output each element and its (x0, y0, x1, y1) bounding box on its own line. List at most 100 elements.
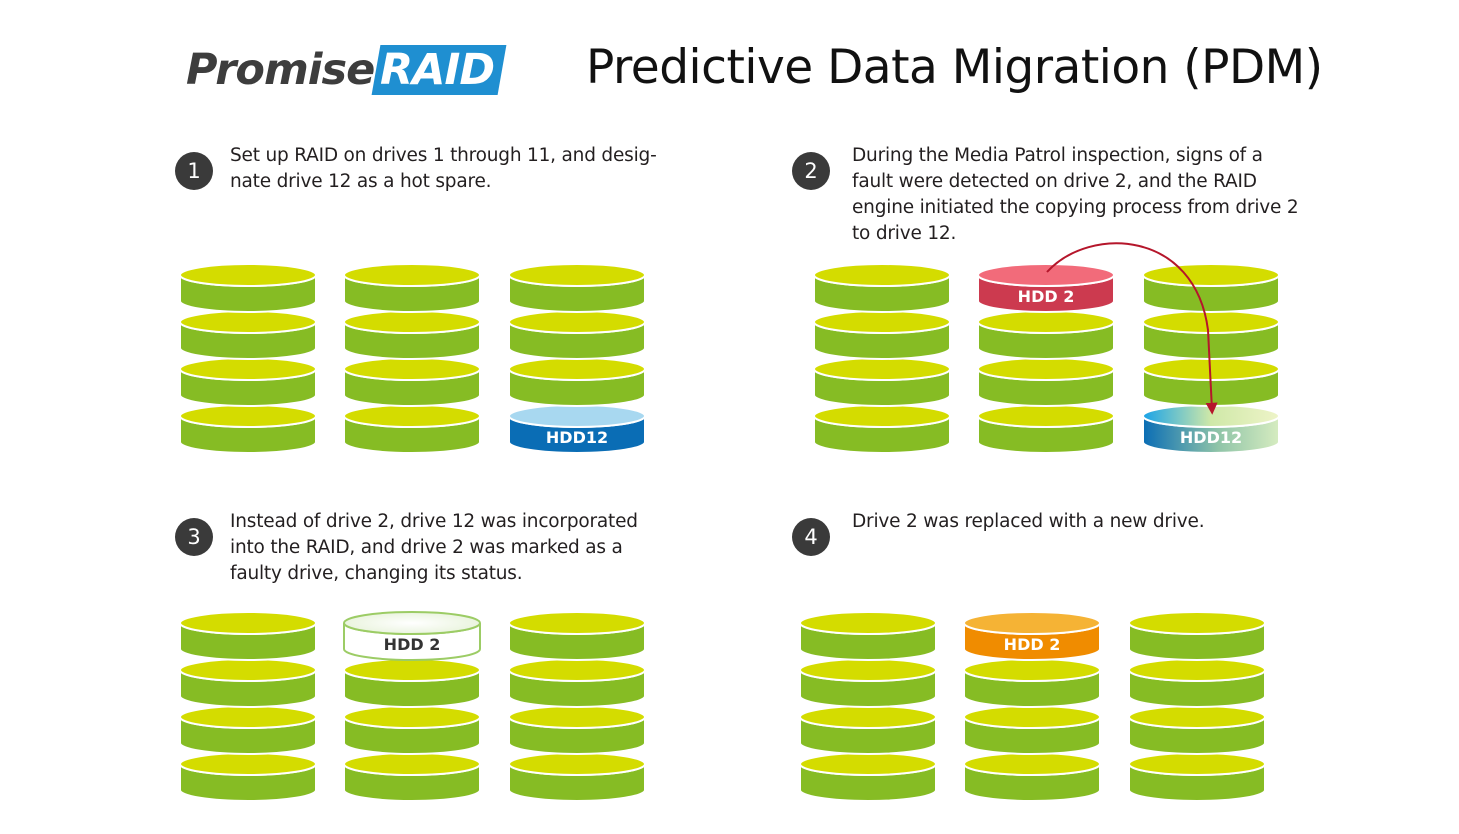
drive-disk-7 (343, 357, 481, 407)
disk-top (799, 658, 937, 682)
disk-top (963, 752, 1101, 776)
drive-disk-1 (799, 611, 937, 661)
step-3-badge: 3 (175, 518, 213, 556)
disk-top (813, 263, 951, 287)
disk-top (1128, 705, 1266, 729)
logo-promise-text: Promise (186, 45, 375, 95)
panel-3-stack-1 (179, 611, 317, 802)
drive-disk-7 (977, 357, 1115, 407)
panel-1-stack-3: HDD12 (508, 263, 646, 454)
disk-label: HDD12 (1180, 428, 1242, 447)
disk-label: HDD 2 (1004, 635, 1061, 654)
disk-top (508, 705, 646, 729)
drive-disk-4 (179, 752, 317, 802)
drive-disk-7 (963, 705, 1101, 755)
disk-top (508, 357, 646, 381)
drive-disk-3 (799, 705, 937, 755)
disk-label: HDD12 (546, 428, 608, 447)
disk-top (343, 611, 481, 635)
drive-disk-1 (179, 263, 317, 313)
hdd2-new-disk: HDD 2 (963, 611, 1101, 661)
disk-top (963, 611, 1101, 635)
drive-disk-5 (343, 263, 481, 313)
disk-top (508, 611, 646, 635)
step-4-text: Drive 2 was replaced with a new drive. (852, 511, 1205, 532)
step-3-text: Instead of drive 2, drive 12 was incorpo… (230, 511, 638, 584)
disk-top (1142, 263, 1280, 287)
disk-top (179, 310, 317, 334)
drive-disk-9 (1128, 611, 1266, 661)
hdd2-removed-disk: HDD 2 (343, 611, 481, 661)
drive-disk-2 (179, 310, 317, 360)
drive-disk-7 (343, 705, 481, 755)
hdd12-hot-spare-disk: HDD12 (508, 404, 646, 454)
drive-disk-6 (963, 658, 1101, 708)
hdd12-migrating-disk: HDD12 (1142, 404, 1280, 454)
drive-disk-4 (179, 404, 317, 454)
disk-top (343, 357, 481, 381)
panel-3-stack-2: HDD 2 (343, 611, 481, 802)
disk-top (179, 658, 317, 682)
disk-top (343, 658, 481, 682)
panel-2-stack-1 (813, 263, 951, 454)
disk-top (1142, 310, 1280, 334)
drive-disk-8 (343, 404, 481, 454)
drive-disk-1 (179, 611, 317, 661)
drive-disk-10 (508, 658, 646, 708)
disk-top (977, 310, 1115, 334)
disk-top (813, 357, 951, 381)
disk-top (813, 310, 951, 334)
drive-disk-10 (1128, 658, 1266, 708)
drive-disk-4 (799, 752, 937, 802)
panel-1-stack-1 (179, 263, 317, 454)
drive-disk-8 (977, 404, 1115, 454)
disk-top (179, 357, 317, 381)
panel-2-stack-2: HDD 2 (977, 263, 1115, 454)
drive-disk-3 (813, 357, 951, 407)
drive-disk-10 (508, 310, 646, 360)
disk-top (508, 310, 646, 334)
disk-top (799, 611, 937, 635)
disk-top (977, 357, 1115, 381)
disk-label: HDD 2 (384, 635, 441, 654)
disk-top (343, 705, 481, 729)
drive-disk-9 (508, 263, 646, 313)
drive-disk-6 (977, 310, 1115, 360)
panel-4-stack-2: HDD 2 (963, 611, 1101, 802)
step-2-text: During the Media Patrol inspection, sign… (852, 145, 1299, 244)
drive-disk-11 (1128, 705, 1266, 755)
drive-disk-6 (343, 310, 481, 360)
disk-top (813, 404, 951, 428)
disk-top (343, 404, 481, 428)
step-2-badge: 2 (792, 152, 830, 190)
panel-1-stack-2 (343, 263, 481, 454)
promise-raid-logo: Promise RAID (186, 44, 507, 96)
drive-disk-2 (179, 658, 317, 708)
disk-top (508, 263, 646, 287)
disk-top (1128, 611, 1266, 635)
drive-disk-8 (963, 752, 1101, 802)
disk-top (963, 658, 1101, 682)
drive-disk-9 (1142, 263, 1280, 313)
disk-top (179, 705, 317, 729)
disk-label: HDD 2 (1018, 287, 1075, 306)
disk-top (508, 752, 646, 776)
hdd2-faulty-disk: HDD 2 (977, 263, 1115, 313)
drive-disk-12 (508, 752, 646, 802)
migration-arrow (1046, 242, 1218, 415)
drive-disk-10 (1142, 310, 1280, 360)
panel-3-stack-3 (508, 611, 646, 802)
drive-disk-3 (179, 705, 317, 755)
step-1-badge: 1 (175, 152, 213, 190)
disk-top (963, 705, 1101, 729)
disk-top (799, 752, 937, 776)
disk-top (799, 705, 937, 729)
drive-disk-9 (508, 611, 646, 661)
disk-top (343, 263, 481, 287)
disk-top (1128, 752, 1266, 776)
step-1-text: Set up RAID on drives 1 through 11, and … (230, 145, 657, 192)
disk-top (343, 752, 481, 776)
drive-disk-1 (813, 263, 951, 313)
panel-4-stack-3 (1128, 611, 1266, 802)
drive-disk-6 (343, 658, 481, 708)
